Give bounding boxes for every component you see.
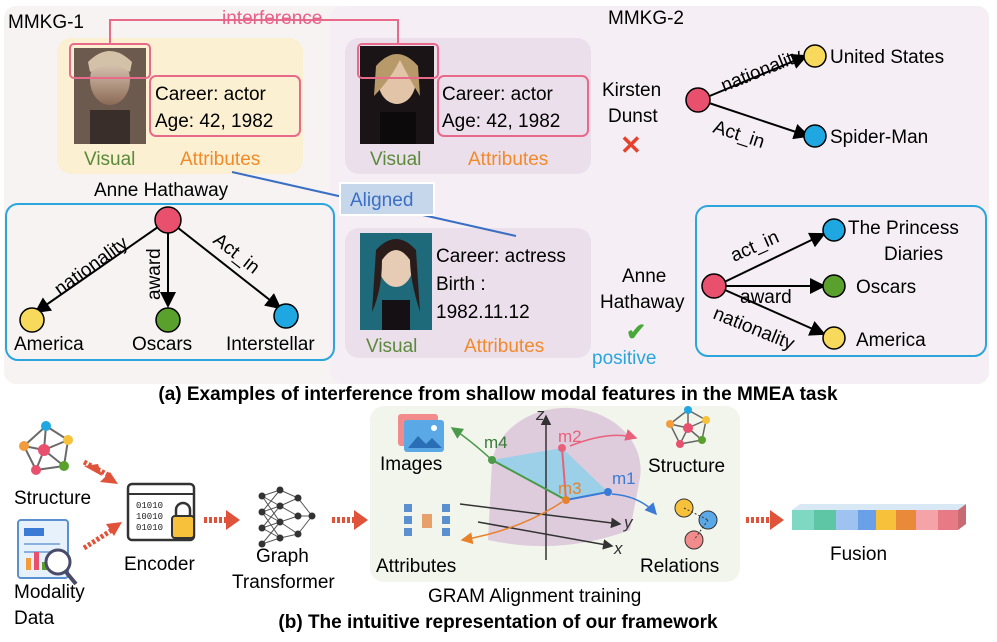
cross-icon: ✕ xyxy=(620,130,642,160)
graph-kirsten xyxy=(685,44,827,148)
node-princess-line2: Diaries xyxy=(884,244,943,265)
node-spider-man: Spider-Man xyxy=(830,127,928,148)
m1-label: m1 xyxy=(612,469,636,488)
positive-label: positive xyxy=(592,348,656,369)
structure-label: Structure xyxy=(14,488,91,509)
m2-label: m2 xyxy=(558,427,582,446)
images-label: Images xyxy=(380,454,442,475)
caption-b: (b) The intuitive representation of our … xyxy=(278,612,718,633)
graph-transformer-icon xyxy=(258,486,316,548)
gram-label: GRAM Alignment training xyxy=(428,586,641,607)
entity-name-anne: Anne Hathaway xyxy=(94,180,229,201)
kg2-title: MMKG-2 xyxy=(608,8,684,29)
interference-connector xyxy=(69,19,589,137)
encoder-label: Encoder xyxy=(124,554,195,575)
graph-box-left xyxy=(5,203,335,361)
binary-row-1: 01010 xyxy=(136,501,163,511)
kg1-title: MMKG-1 xyxy=(8,12,84,33)
kirsten-name-line2: Dunst xyxy=(608,106,658,127)
aligned-badge xyxy=(339,182,435,216)
check-icon: ✔ xyxy=(626,319,646,346)
graph-box-right xyxy=(695,205,987,357)
interference-label: interference xyxy=(222,8,322,29)
anne-right-name-line2: Hathaway xyxy=(600,292,685,313)
structure-graph-icon xyxy=(19,421,73,475)
gram-volume xyxy=(492,448,608,500)
modality-data-icon xyxy=(17,519,78,586)
node-princess-line1: The Princess xyxy=(848,218,959,239)
m4-label: m4 xyxy=(484,433,508,452)
axis-y-label: y xyxy=(623,513,634,532)
graph-anne-right xyxy=(701,218,846,350)
modality-label-line2: Data xyxy=(14,608,55,629)
left-edge-award: award xyxy=(144,248,165,300)
node-oscars-left: Oscars xyxy=(132,334,192,355)
fusion-label: Fusion xyxy=(830,544,887,565)
axis-x-label: x xyxy=(613,539,623,558)
node-interstellar: Interstellar xyxy=(226,334,315,355)
card2-visual: Visual xyxy=(370,149,421,170)
anne-photo-1 xyxy=(74,48,146,144)
card1-attributes: Attributes xyxy=(180,149,260,170)
card3-attr-line3: 1982.11.12 xyxy=(436,302,530,323)
card1-attr-line1: Career: actor xyxy=(155,84,267,105)
graph-anne-left xyxy=(19,206,299,333)
node-america-left: America xyxy=(14,334,84,355)
card3-attr-line1: Career: actress xyxy=(436,246,566,267)
images-icon xyxy=(398,414,444,452)
card3-attributes: Attributes xyxy=(464,336,544,357)
caption-a: (a) Examples of interference from shallo… xyxy=(158,384,838,405)
encoder-icon xyxy=(126,482,196,542)
card2-attr-line1: Career: actor xyxy=(442,84,554,105)
attributes-label: Attributes xyxy=(376,556,456,577)
right-edge-award: award xyxy=(740,287,792,308)
card2-attr-line2: Age: 42, 1982 xyxy=(442,111,560,132)
anne-right-name-line1: Anne xyxy=(622,266,666,287)
anne-photo-2 xyxy=(360,233,432,330)
graph-transformer-line2: Transformer xyxy=(232,572,335,593)
kirsten-name-line1: Kirsten xyxy=(602,80,661,101)
card2-attributes: Attributes xyxy=(468,149,548,170)
attributes-icon xyxy=(404,504,450,536)
card3-visual: Visual xyxy=(366,336,417,357)
m3-label: m3 xyxy=(558,479,582,498)
binary-row-2: 10010 xyxy=(136,512,163,522)
structure-label-gram: Structure xyxy=(648,456,725,477)
card1-attr-line2: Age: 42, 1982 xyxy=(155,111,273,132)
modality-label-line1: Modality xyxy=(14,582,85,603)
card3-attr-line2: Birth : xyxy=(436,274,486,295)
node-oscars-right: Oscars xyxy=(856,277,916,298)
card1-visual: Visual xyxy=(84,149,135,170)
binary-row-3: 01010 xyxy=(136,523,163,533)
gram-vectors xyxy=(450,427,657,545)
fusion-vector xyxy=(792,504,966,530)
axis-z-label: z xyxy=(535,405,545,424)
relations-label: Relations xyxy=(640,556,719,577)
gram-axes xyxy=(459,414,622,560)
structure-icon-small xyxy=(666,406,710,448)
kirsten-photo xyxy=(360,46,434,144)
aligned-label: Aligned xyxy=(350,190,413,211)
node-america-right: America xyxy=(856,330,926,351)
flow-arrows xyxy=(82,459,784,551)
graph-transformer-line1: Graph xyxy=(256,546,309,567)
node-united-states: United States xyxy=(830,47,944,68)
relations-icon xyxy=(674,498,718,550)
